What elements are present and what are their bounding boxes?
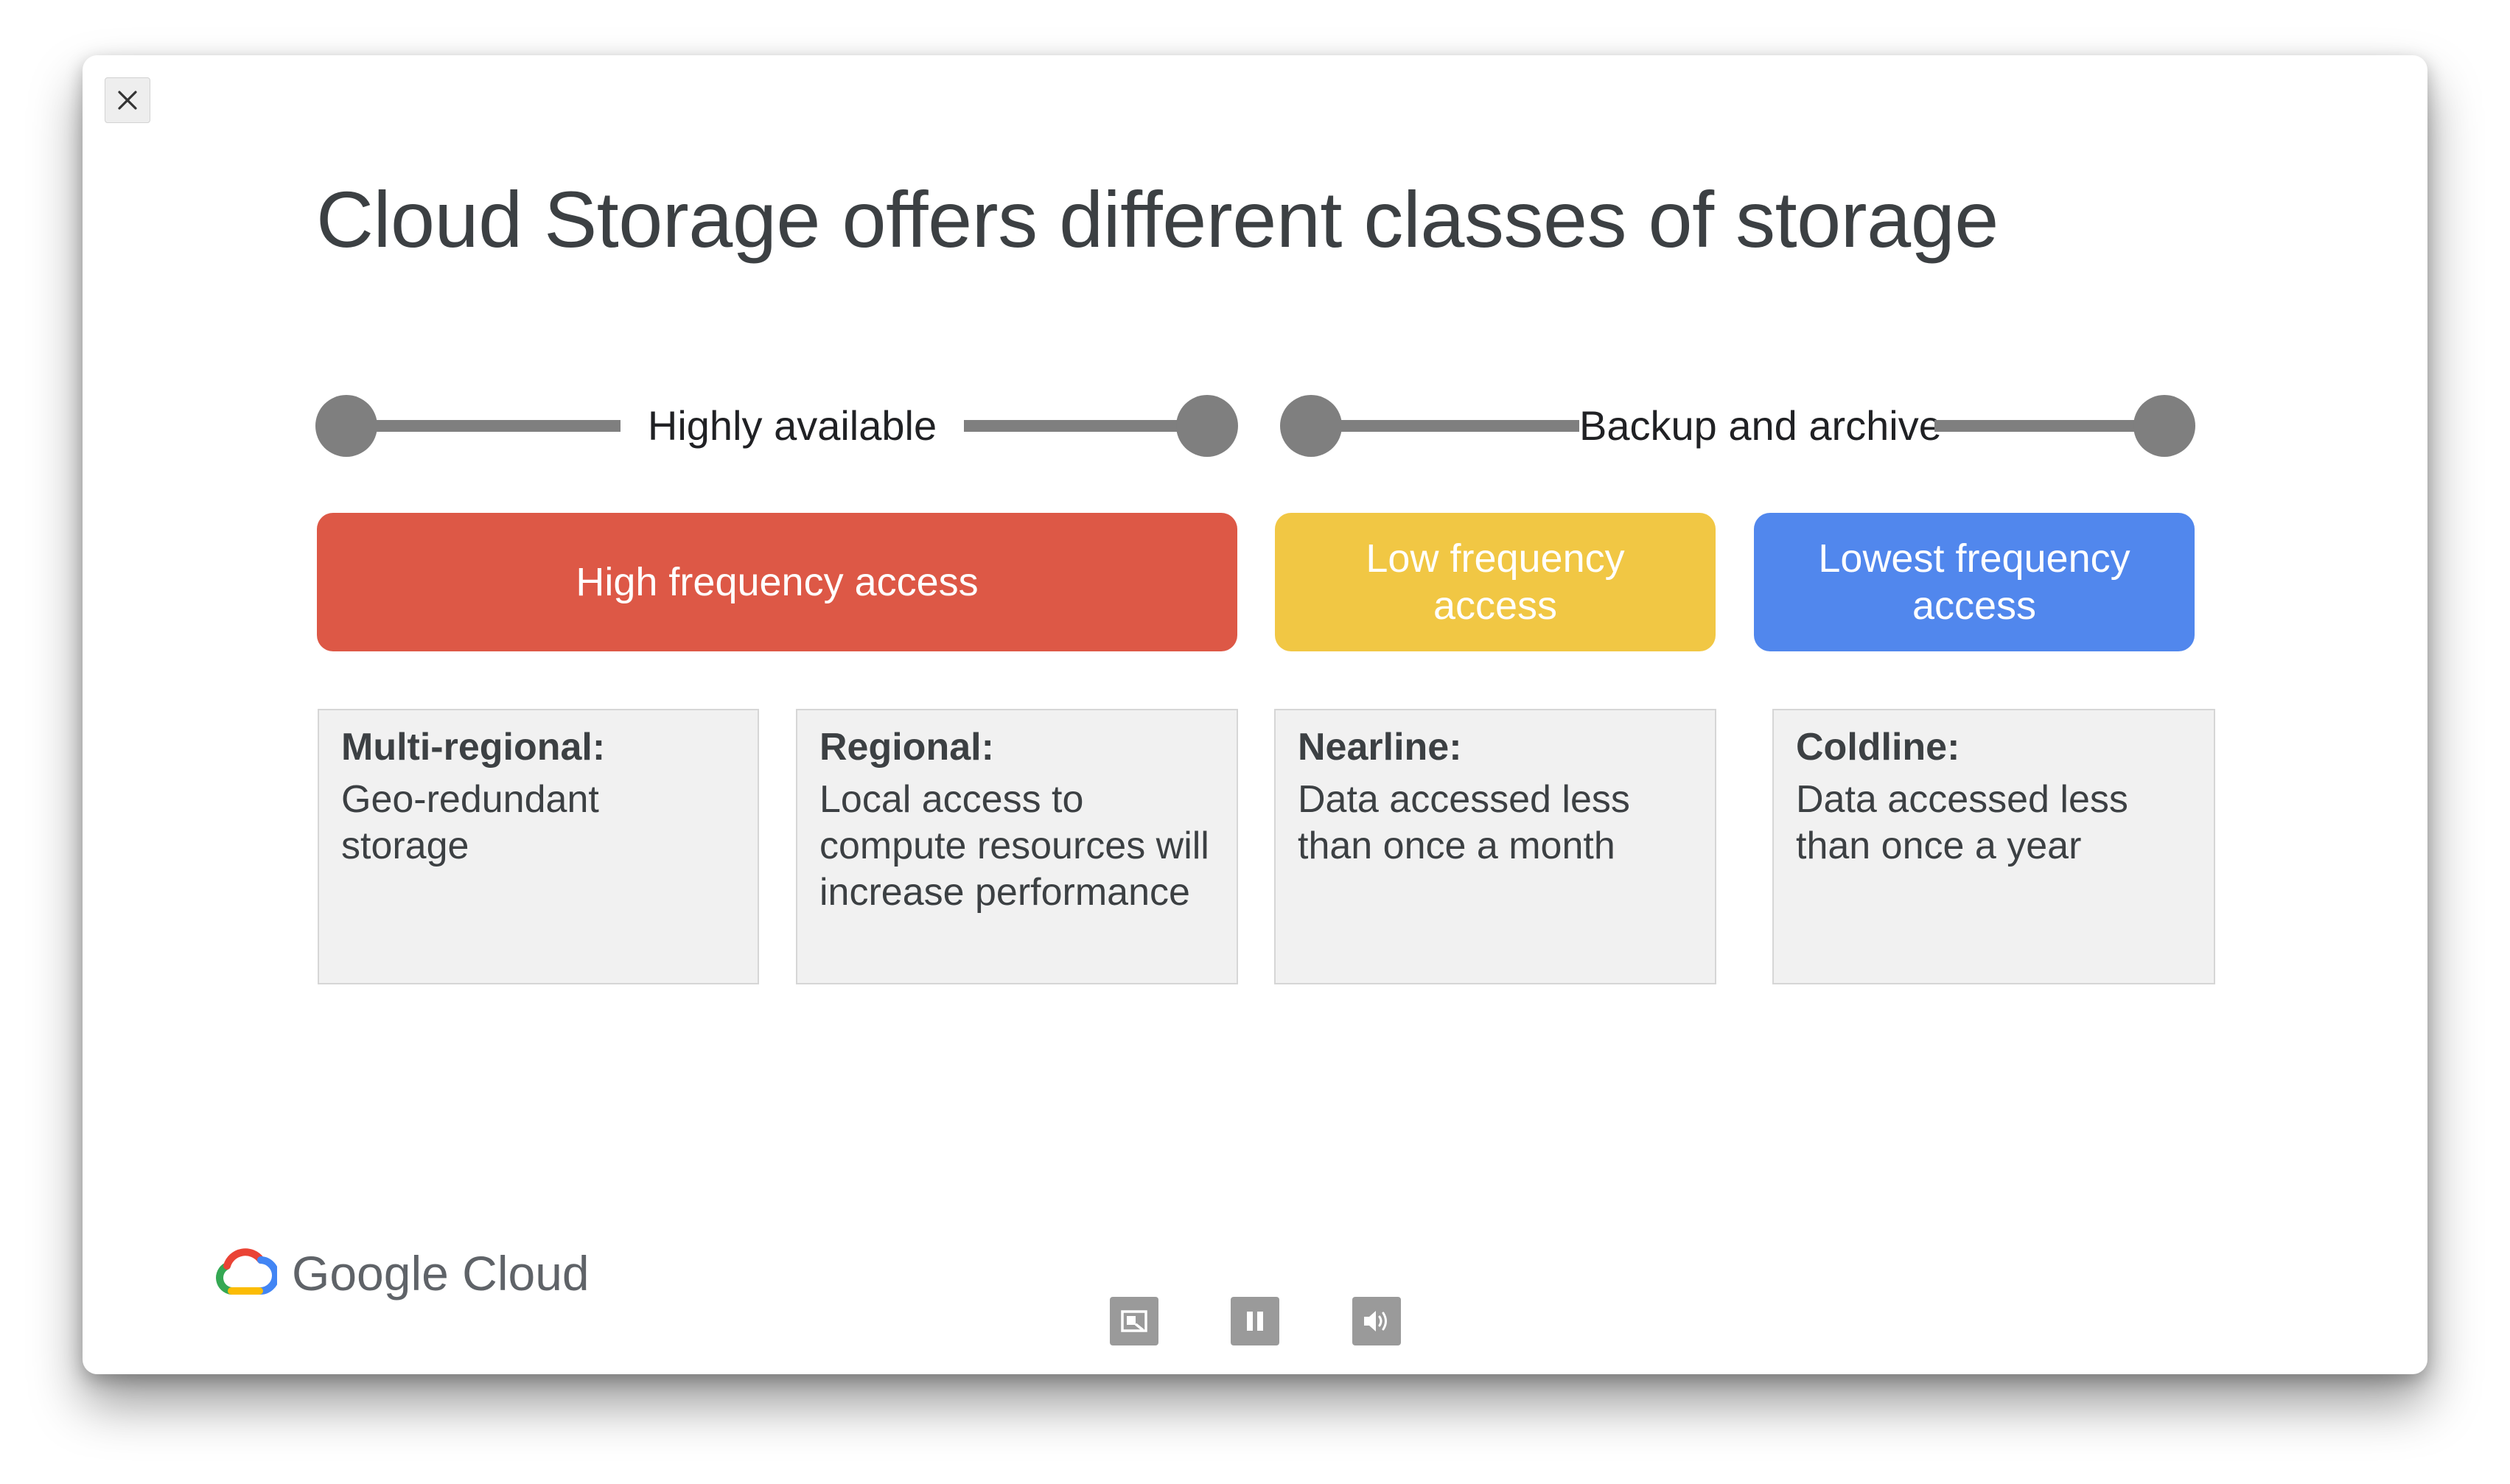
- tier-low-frequency: Low frequency access: [1275, 513, 1716, 651]
- google-cloud-logo-icon: [216, 1248, 277, 1295]
- volume-icon: [1364, 1311, 1387, 1331]
- google-cloud-logo: Google Cloud: [214, 1245, 590, 1301]
- pause-icon: [1247, 1312, 1263, 1331]
- storage-class-card-multi-regional: Multi-regional: Geo-redundant storage: [318, 709, 759, 984]
- range-bar-right: [1934, 420, 2172, 432]
- storage-class-description: Data accessed less than once a year: [1796, 778, 2128, 867]
- range-bar-left: [352, 420, 620, 432]
- range-highly-available: Highly available: [315, 393, 1238, 459]
- storage-class-name: Coldline:: [1796, 726, 1960, 769]
- storage-class-description: Geo-redundant storage: [341, 778, 599, 867]
- storage-class-card-regional: Regional: Local access to compute resour…: [796, 709, 1238, 984]
- range-label: Highly available: [647, 402, 937, 449]
- storage-class-name: Nearline:: [1298, 726, 1462, 769]
- slide-title: Cloud Storage offers different classes o…: [316, 175, 1999, 264]
- storage-class-description: Local access to compute resources will i…: [819, 778, 1209, 914]
- tier-high-frequency: High frequency access: [317, 513, 1237, 651]
- range-bar-left: [1317, 420, 1579, 432]
- presentation-window: Cloud Storage offers different classes o…: [83, 55, 2427, 1374]
- tier-label: Low frequency access: [1366, 536, 1625, 628]
- range-label: Backup and archive: [1579, 402, 1942, 449]
- storage-class-card-coldline: Coldline: Data accessed less than once a…: [1772, 709, 2215, 984]
- storage-class-name: Regional:: [819, 726, 994, 769]
- screenshot-button[interactable]: [1110, 1297, 1158, 1345]
- tier-label: High frequency access: [576, 560, 979, 604]
- screenshot-icon: [1121, 1310, 1147, 1332]
- storage-class-name: Multi-regional:: [341, 726, 606, 769]
- volume-button[interactable]: [1352, 1297, 1401, 1345]
- logo-wordmark: Google Cloud: [292, 1246, 590, 1301]
- tier-label: Lowest frequency access: [1818, 536, 2130, 628]
- pause-button[interactable]: [1231, 1297, 1279, 1345]
- storage-class-card-nearline: Nearline: Data accessed less than once a…: [1274, 709, 1716, 984]
- range-end-knob: [1176, 395, 1238, 457]
- range-bar-right: [964, 420, 1207, 432]
- close-icon: [118, 91, 137, 110]
- range-backup-archive: Backup and archive: [1280, 393, 2195, 459]
- close-button[interactable]: [105, 77, 150, 123]
- tier-lowest-frequency: Lowest frequency access: [1754, 513, 2195, 651]
- range-end-knob: [2133, 395, 2195, 457]
- storage-class-description: Data accessed less than once a month: [1298, 778, 1630, 867]
